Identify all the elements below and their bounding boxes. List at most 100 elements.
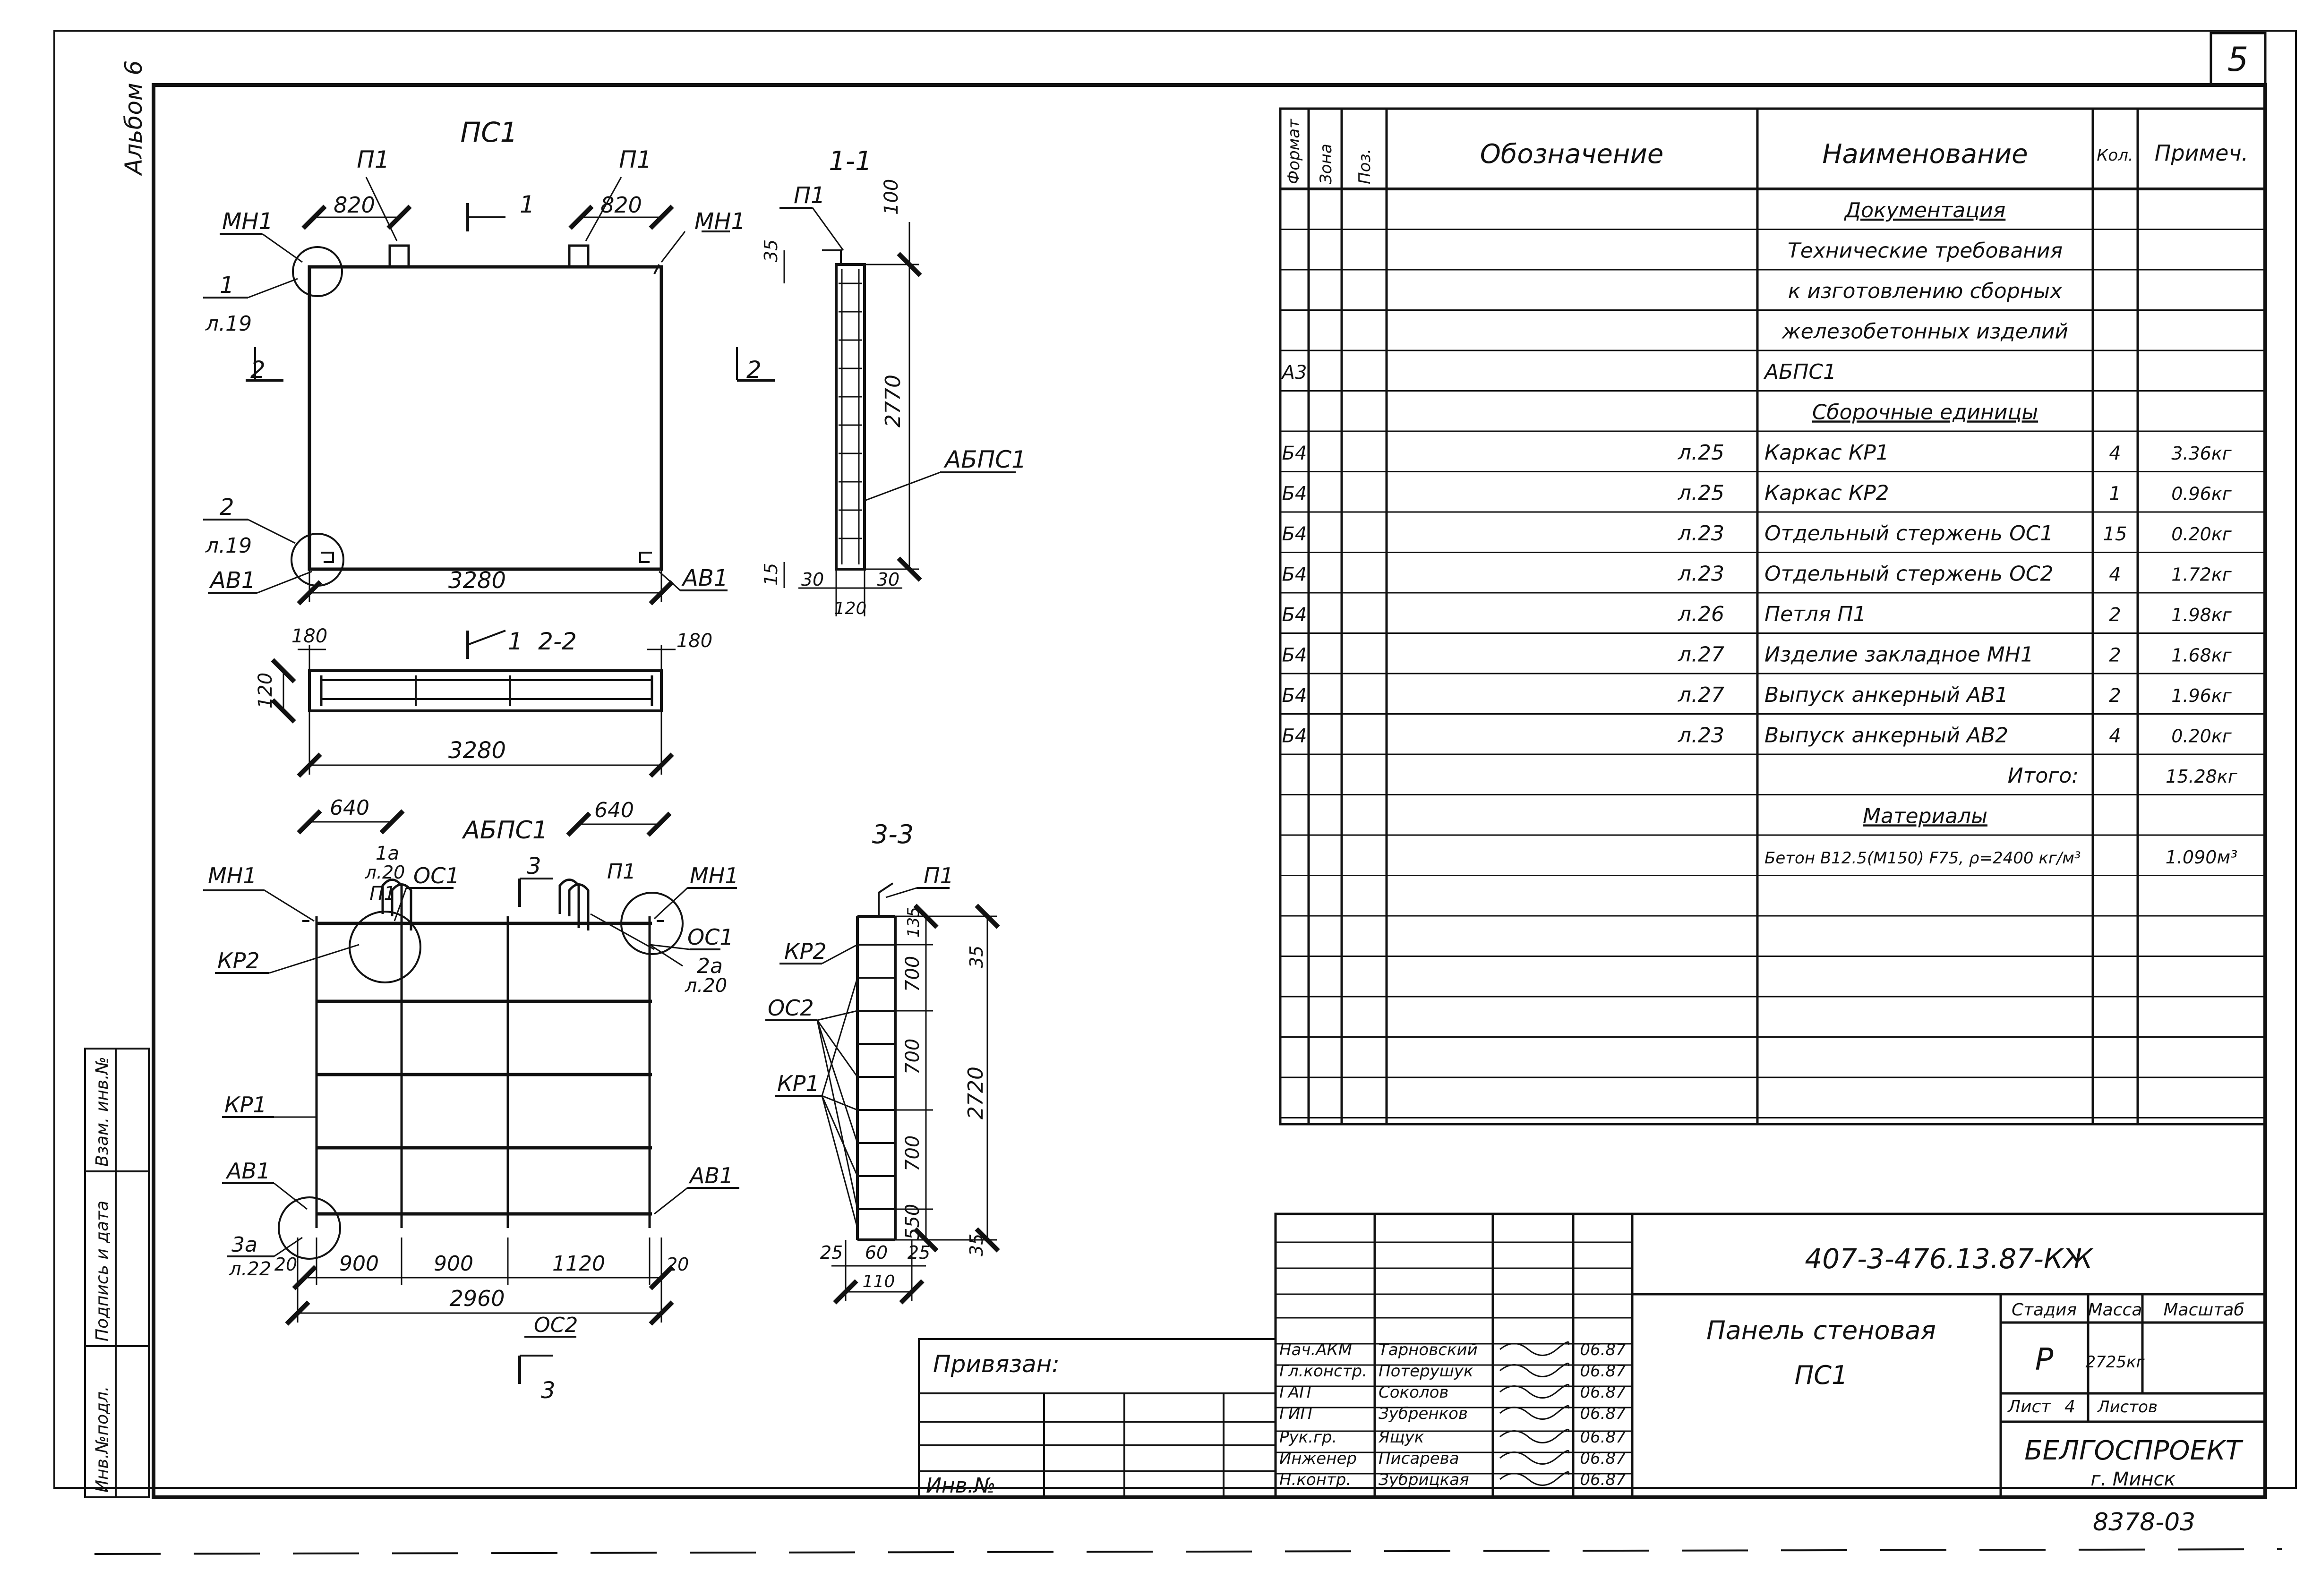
section-2-right: 2 <box>746 356 762 384</box>
page-number-box: 5 <box>2210 32 2267 86</box>
title-line1: Панель стеновая <box>1706 1315 1936 1345</box>
dim-15: 15 <box>761 563 781 586</box>
signature-role: ГАП <box>1279 1383 1311 1402</box>
spec-cell-name: Бетон В12.5(М150) F75, ρ=2400 кг/м³ <box>1764 849 2081 868</box>
spec-cell-note: 1.090м³ <box>2166 847 2238 868</box>
node-2-sheet: л.19 <box>205 534 252 558</box>
header-note: Примеч. <box>2155 140 2249 166</box>
spec-cell-name: Документация <box>1844 198 2006 222</box>
dim-820-left: 820 <box>334 192 375 218</box>
spec-cell-name: Отдельный стержень ОС1 <box>1764 521 2053 546</box>
spec-cell-name: Материалы <box>1863 804 1987 828</box>
spec-cell-note: 1.98кг <box>2171 605 2232 625</box>
dim-900-b: 900 <box>434 1252 473 1276</box>
dim-20-left: 20 <box>274 1254 297 1275</box>
spec-cell-note: 1.96кг <box>2171 685 2232 706</box>
section-1-top: 1 <box>520 191 535 218</box>
ps1-title: ПС1 <box>460 116 517 148</box>
section-3-top: 3 <box>527 853 541 879</box>
tie-label: Привязан: <box>933 1350 1060 1378</box>
p1-label-plan-right: П1 <box>607 860 636 884</box>
spec-cell-name: АБПС1 <box>1763 360 1836 384</box>
spec-cell-name: Каркас КР1 <box>1764 441 1889 465</box>
section-3-3 <box>765 882 1000 1305</box>
stage-value: Р <box>2035 1342 2054 1377</box>
mn1-label-plan-left: МН1 <box>208 863 257 888</box>
header-format: Формат <box>1285 119 1303 184</box>
header-designation: Обозначение <box>1480 139 1664 170</box>
spec-cell-name: железобетонных изделий <box>1781 319 2068 343</box>
title-line2: ПС1 <box>1795 1360 1848 1390</box>
title-block <box>1274 1212 2267 1499</box>
spec-cell-qty: 2 <box>2109 644 2121 666</box>
oc1-label-plan-left: ОС1 <box>413 863 460 888</box>
section-1-1-labels: 1-1 П1 100 35 2770 15 30 30 120 АБПС1 <box>761 146 1027 618</box>
node-1-sheet: л.19 <box>205 312 252 336</box>
dim-700-c: 700 <box>902 1135 924 1171</box>
spec-cell-note: 0.20кг <box>2171 524 2232 545</box>
spec-cell-note: 0.20кг <box>2171 725 2232 746</box>
spec-cell-name: Отдельный стержень ОС2 <box>1764 562 2053 586</box>
spec-cell-format: А3 <box>1281 362 1307 384</box>
signature-name: Зубрицкая <box>1379 1470 1469 1489</box>
spec-cell-designation: л.23 <box>1678 562 1724 586</box>
kp2-label-section33: КР2 <box>784 939 827 964</box>
oc2-label-plan: ОС2 <box>534 1313 578 1337</box>
spec-cell-qty: 4 <box>2109 563 2121 585</box>
p1-label-section11: П1 <box>794 182 825 209</box>
dim-550: 550 <box>902 1204 924 1240</box>
stamp-inv-orig: Инв.№подл. <box>93 1386 112 1493</box>
signature-date: 06.87 <box>1580 1470 1626 1489</box>
signature-date: 06.87 <box>1580 1362 1626 1381</box>
mn1-label-left: МН1 <box>222 208 273 235</box>
dim-700-a: 700 <box>902 956 924 992</box>
dim-135: 135 <box>904 907 923 938</box>
abps1-label-section11: АБПС1 <box>943 446 1027 473</box>
p1-label-right: П1 <box>619 146 651 173</box>
header-zone: Зона <box>1317 144 1336 184</box>
spec-cell-note: 1.68кг <box>2171 645 2232 666</box>
mass-label: Масса <box>2088 1300 2142 1320</box>
spec-cell-format: Б4 <box>1282 604 1307 626</box>
handwritten-signature <box>1499 1405 1570 1420</box>
mn1-label-right: МН1 <box>694 208 745 235</box>
spec-cell-name: к изготовлению сборных <box>1788 279 2063 303</box>
header-name: Наименование <box>1822 139 2028 170</box>
reinforcement-plan-labels: АБПС1 640 640 1а л.20 П1 П1 МН1 МН1 ОС1 … <box>208 796 739 1404</box>
dim-35-section33-top: 35 <box>966 946 987 968</box>
dim-60: 60 <box>865 1242 888 1263</box>
spec-cell-note: 15.28кг <box>2166 766 2238 787</box>
ab1-label-plan-left: АВ1 <box>225 1158 270 1184</box>
page-number: 5 <box>2227 40 2249 79</box>
signature-date: 06.87 <box>1580 1404 1626 1423</box>
dim-35-section33-bottom: 35 <box>966 1234 987 1256</box>
stamp-replacement-inv: Взам. инв.№ <box>93 1057 112 1167</box>
dim-3280-front: 3280 <box>448 567 506 594</box>
spec-cell-format: Б4 <box>1282 685 1307 707</box>
signature-role: Инженер <box>1279 1449 1357 1468</box>
spec-cell-format: Б4 <box>1282 725 1307 747</box>
signature-date: 06.87 <box>1580 1383 1626 1402</box>
spec-cell-qty: 1 <box>2109 483 2121 504</box>
section-3-3-title: 3-3 <box>872 819 914 849</box>
ps1-front-view <box>291 244 663 587</box>
signature-role: Нач.АКМ <box>1279 1340 1352 1359</box>
oc1-label-plan-right: ОС1 <box>687 924 734 950</box>
section-2-2 <box>271 645 676 778</box>
spec-cell-name: Сборочные единицы <box>1812 400 2038 424</box>
spec-cell-name: Технические требования <box>1788 239 2063 263</box>
dim-25-left: 25 <box>820 1242 843 1263</box>
signature-date: 06.87 <box>1580 1449 1626 1468</box>
handwritten-signature <box>1499 1471 1570 1486</box>
handwritten-signature <box>1499 1383 1570 1399</box>
dim-2720: 2720 <box>964 1067 988 1119</box>
signature-role: Гл.констр. <box>1279 1362 1367 1381</box>
header-pos: Поз. <box>1355 149 1374 184</box>
spec-cell-designation: л.25 <box>1678 441 1724 465</box>
spec-cell-format: Б4 <box>1282 563 1307 585</box>
signature-name: Потерушук <box>1379 1362 1473 1381</box>
dim-35-section11: 35 <box>761 239 781 262</box>
spec-cell-qty: 2 <box>2109 604 2121 626</box>
